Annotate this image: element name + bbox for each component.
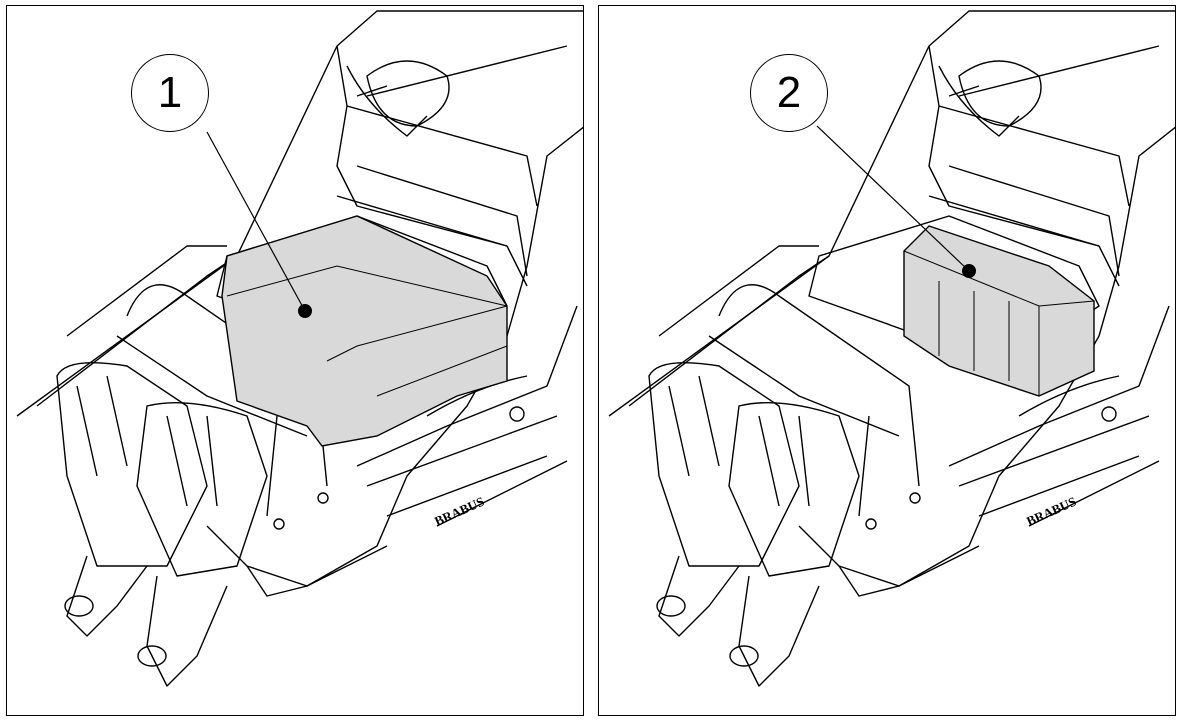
outboard-engine-left xyxy=(648,361,800,637)
ladder-post xyxy=(865,518,877,530)
hull-side-right xyxy=(356,305,578,517)
drawing-line xyxy=(206,131,306,312)
logo-stripe xyxy=(436,460,568,527)
outboard-engine-right xyxy=(728,401,860,687)
drawing-line xyxy=(226,265,508,397)
console xyxy=(928,45,1130,287)
propeller-left xyxy=(64,595,94,617)
callout-number: 1 xyxy=(131,54,209,132)
drawing-line xyxy=(903,250,1095,396)
outboard-engine-right xyxy=(136,401,268,687)
engine-cover-lines xyxy=(668,375,810,507)
logo-stripe xyxy=(1028,460,1160,527)
console xyxy=(336,45,538,287)
highlighted-storage-box xyxy=(903,225,1095,397)
illustration-panel-2: BRABUS 2 xyxy=(598,5,1176,716)
ladder-post xyxy=(317,492,329,504)
drawing-line xyxy=(816,125,970,272)
radar-dome xyxy=(366,60,450,127)
rear-bar xyxy=(708,284,920,517)
engine-cover-lines xyxy=(76,375,218,507)
ladder-post xyxy=(909,492,921,504)
outboard-engine-left xyxy=(56,361,208,637)
callout-number: 2 xyxy=(750,54,828,132)
drawing-line xyxy=(608,10,1175,687)
hull-logo: BRABUS xyxy=(1024,494,1078,529)
ladder-post xyxy=(273,518,285,530)
socket-icon xyxy=(1101,406,1117,422)
illustration-panel-1: BRABUS 1 xyxy=(6,5,584,716)
grab-rail xyxy=(346,65,428,137)
highlighted-seat-cushion xyxy=(221,215,508,447)
deck-side xyxy=(36,45,568,407)
grab-rail xyxy=(938,65,1020,137)
propeller-right xyxy=(729,645,759,667)
boat-stern-drawing: BRABUS xyxy=(608,10,1175,687)
radar-dome xyxy=(958,60,1042,127)
boat-stern-drawing: BRABUS xyxy=(16,10,583,687)
hull-side-right xyxy=(948,305,1170,517)
swim-platform xyxy=(246,545,388,597)
propeller-left xyxy=(656,595,686,617)
swim-platform xyxy=(838,545,980,597)
socket-icon xyxy=(509,406,525,422)
deck-side xyxy=(628,45,1160,407)
rear-bar xyxy=(116,284,328,517)
propeller-right xyxy=(137,645,167,667)
hull-logo: BRABUS xyxy=(432,494,486,529)
